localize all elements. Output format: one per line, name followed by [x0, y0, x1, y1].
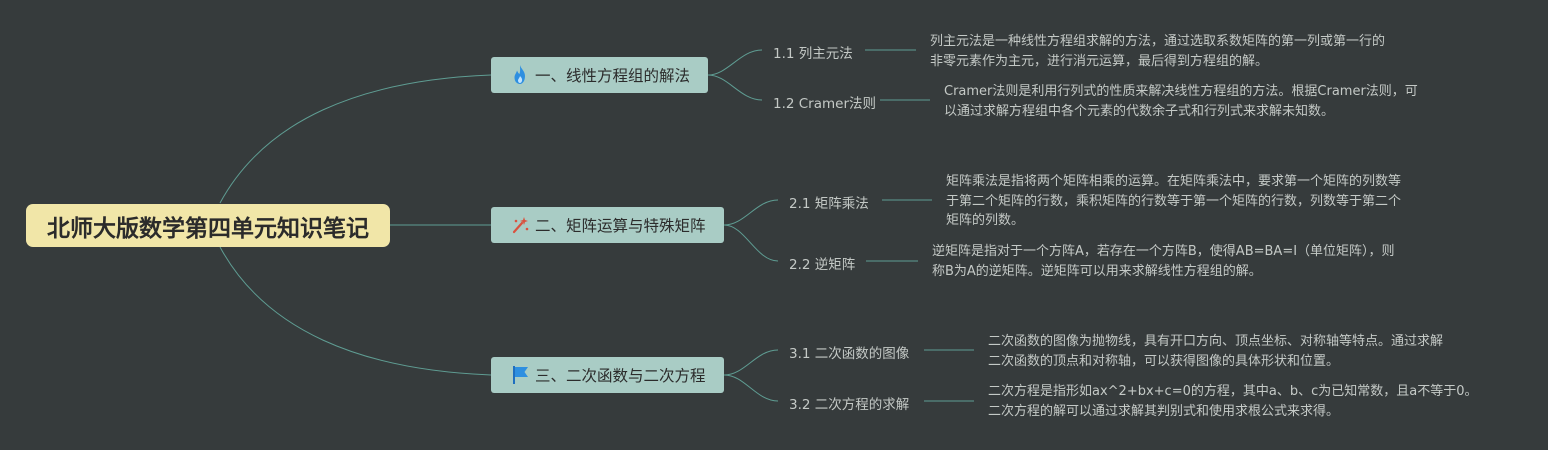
description-line: 列主元法是一种线性方程组求解的方法，通过选取系数矩阵的第一列或第一行的: [930, 34, 1386, 49]
root-node[interactable]: 北师大版数学第四单元知识笔记: [26, 204, 390, 247]
description-line: 称B为A的逆矩阵。逆矩阵可以用来求解线性方程组的解。: [932, 263, 1262, 279]
subtopic-2-2[interactable]: 2.2 逆矩阵: [789, 257, 856, 273]
connector-root-branch-3: [219, 246, 492, 376]
description-2-1[interactable]: 矩阵乘法是指将两个矩阵相乘的运算。在矩阵乘法中，要求第一个矩阵的列数等 于第二个…: [946, 172, 1401, 231]
description-line: 二次方程是指形如ax^2+bx+c=0的方程，其中a、b、c为已知常数，且a不等…: [988, 384, 1478, 399]
connector-branch-2-sub-2: [723, 224, 779, 262]
subtopic-2-1[interactable]: 2.1 矩阵乘法: [789, 196, 869, 212]
fire-icon: [509, 64, 531, 86]
connector-branch-1-sub-2: [707, 74, 763, 101]
description-line: 二次函数的顶点和对称轴，可以获得图像的具体形状和位置。: [988, 353, 1340, 369]
subtopic-3-1[interactable]: 3.1 二次函数的图像: [789, 346, 910, 362]
description-line: 以通过求解方程组中各个元素的代数余子式和行列式来求解未知数。: [944, 103, 1335, 119]
connector-branch-3-sub-2: [723, 374, 779, 402]
sparkle-wand-icon: [509, 214, 531, 236]
branch-node-2[interactable]: 二、矩阵运算与特殊矩阵: [491, 207, 724, 243]
root-title: 北师大版数学第四单元知识笔记: [47, 215, 369, 242]
branch-label-3: 三、二次函数与二次方程: [535, 367, 706, 385]
description-line: 矩阵乘法是指将两个矩阵相乘的运算。在矩阵乘法中，要求第一个矩阵的列数等: [946, 174, 1402, 189]
branch-label-2: 二、矩阵运算与特殊矩阵: [535, 217, 706, 235]
description-1-1[interactable]: 列主元法是一种线性方程组求解的方法，通过选取系数矩阵的第一列或第一行的 非零元素…: [930, 32, 1385, 71]
connector-branch-3-sub-1: [723, 349, 779, 376]
connector-root-branch-1: [219, 74, 492, 204]
description-3-2[interactable]: 二次方程是指形如ax^2+bx+c=0的方程，其中a、b、c为已知常数，且a不等…: [988, 382, 1477, 421]
description-line: 逆矩阵是指对于一个方阵A，若存在一个方阵B，使得AB=BA=I（单位矩阵），则: [932, 244, 1395, 259]
description-1-2[interactable]: Cramer法则是利用行列式的性质来解决线性方程组的方法。根据Cramer法则，…: [944, 82, 1418, 121]
subtopic-3-2[interactable]: 3.2 二次方程的求解: [789, 397, 910, 413]
branch-node-1[interactable]: 一、线性方程组的解法: [491, 57, 708, 93]
branch-label-1: 一、线性方程组的解法: [535, 67, 691, 85]
connector-branch-2-sub-1: [723, 199, 779, 226]
connector-branch-1-sub-1: [707, 49, 763, 76]
flag-icon: [509, 364, 531, 386]
description-2-2[interactable]: 逆矩阵是指对于一个方阵A，若存在一个方阵B，使得AB=BA=I（单位矩阵），则 …: [932, 242, 1395, 281]
subtopic-1-2[interactable]: 1.2 Cramer法则: [773, 96, 877, 112]
description-line: Cramer法则是利用行列式的性质来解决线性方程组的方法。根据Cramer法则，…: [944, 84, 1418, 99]
description-line: 矩阵的列数。: [946, 213, 1025, 228]
branch-node-3[interactable]: 三、二次函数与二次方程: [491, 357, 724, 393]
description-line: 二次函数的图像为抛物线，具有开口方向、顶点坐标、对称轴等特点。通过求解: [988, 334, 1444, 349]
description-line: 于第二个矩阵的行数，乘积矩阵的行数等于第一个矩阵的行数，列数等于第二个: [946, 193, 1402, 209]
description-line: 非零元素作为主元，进行消元运算，最后得到方程组的解。: [930, 53, 1269, 69]
description-3-1[interactable]: 二次函数的图像为抛物线，具有开口方向、顶点坐标、对称轴等特点。通过求解 二次函数…: [988, 332, 1443, 371]
description-line: 二次方程的解可以通过求解其判别式和使用求根公式来求得。: [988, 403, 1340, 419]
subtopic-1-1[interactable]: 1.1 列主元法: [773, 46, 853, 62]
